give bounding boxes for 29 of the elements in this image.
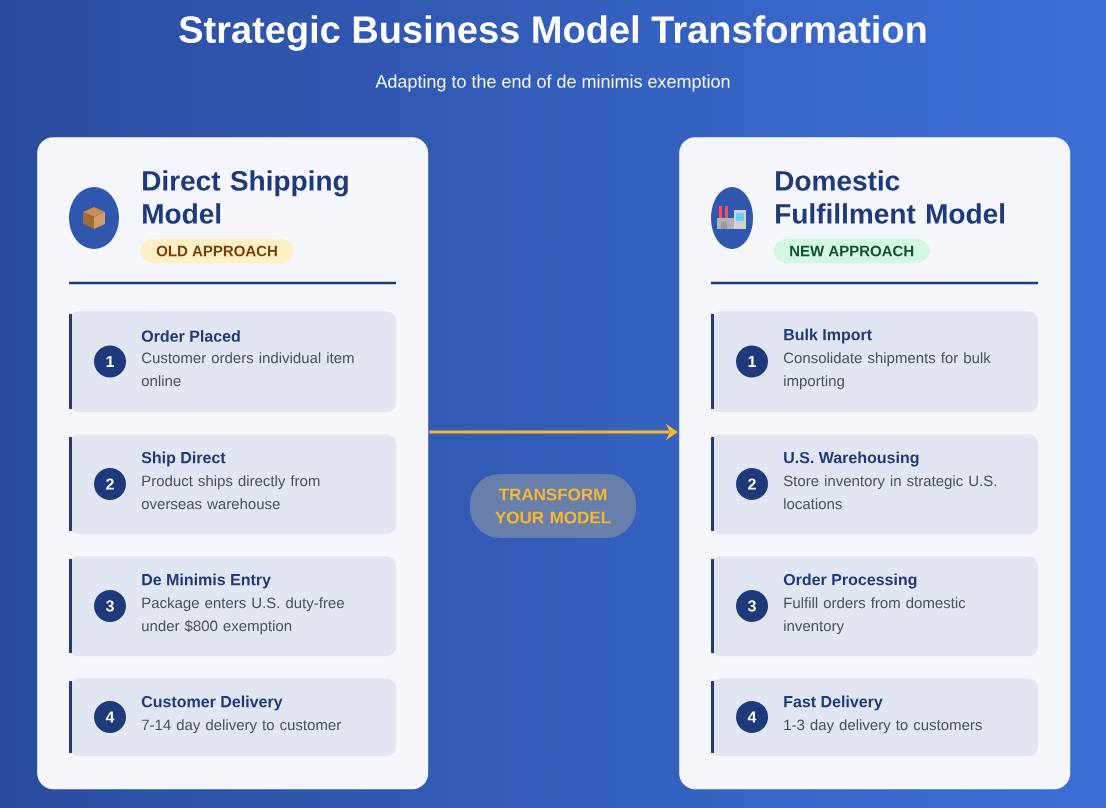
step-title: Order Processing <box>783 573 917 589</box>
step-title: De Minimis Entry <box>142 573 271 589</box>
step-title: Ship Direct <box>141 451 226 467</box>
step-number: 3 <box>736 590 768 622</box>
step-number: 1 <box>736 345 768 378</box>
step-number: 1 <box>94 345 126 378</box>
step-title: Bulk Import <box>784 328 872 344</box>
step-number: 3 <box>94 590 126 622</box>
card-heading: Domestic Fulfillment Model <box>776 170 1004 224</box>
step-number: 2 <box>736 468 768 500</box>
step-description: Fulfill orders from domestic inventory <box>784 597 966 635</box>
step-number: 4 <box>736 701 768 733</box>
step-description: Package enters U.S. duty-free under $800 exemption <box>142 597 344 635</box>
card-heading: Direct Shipping Model <box>143 170 348 224</box>
step-number: 4 <box>94 701 126 733</box>
step-title: Fast Delivery <box>784 695 883 711</box>
step-description: Product ships directly from overseas warehouse <box>141 475 320 510</box>
step-number: 2 <box>94 468 126 500</box>
transform-pill: TRANSFORM YOUR MODEL <box>470 474 636 538</box>
step-title: Order Placed <box>141 330 240 342</box>
step-title: U.S. Warehousing <box>784 451 919 467</box>
step-title: Customer Delivery <box>141 695 283 711</box>
step-description: Consolidate shipments for bulk importing <box>783 352 991 390</box>
page-title: Strategic Business Model Transformation <box>179 15 926 51</box>
step-description: 1-3 day delivery to customers <box>784 719 982 734</box>
subtitle: Adapting to the end of de minimis exemption <box>375 74 730 92</box>
step-description: 7-14 day delivery to customer <box>142 719 341 734</box>
step-description: Store inventory in strategic U.S. locations <box>783 475 997 510</box>
step-description: Customer orders individual item online <box>141 352 354 387</box>
